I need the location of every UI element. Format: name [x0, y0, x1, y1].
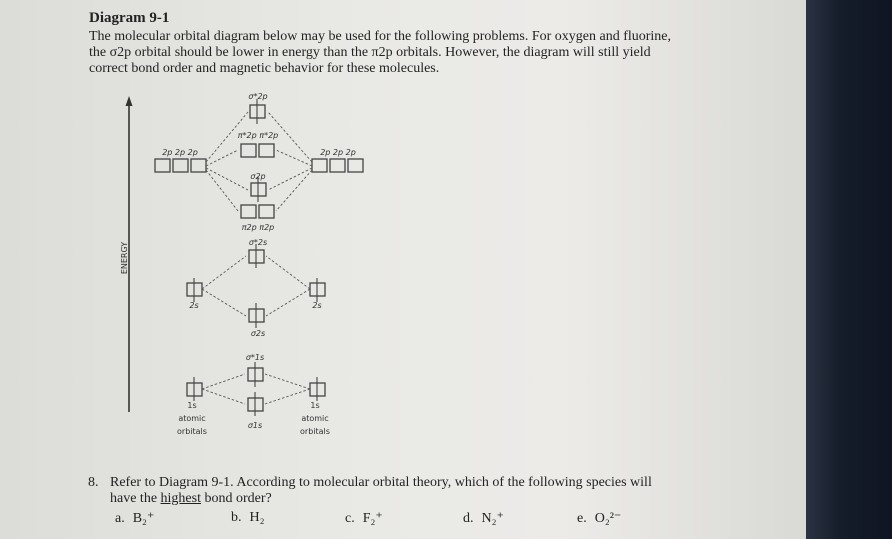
choice-b[interactable]: b. H₂ — [231, 510, 265, 526]
dark-background — [806, 0, 892, 539]
right-2p-label: 2p 2p 2p — [320, 148, 356, 157]
right-2p-box-1 — [311, 158, 328, 173]
choice-letter: c. — [345, 511, 355, 526]
sigma-2s-label: σ2s — [251, 329, 265, 338]
left-2s-label: 2s — [189, 301, 198, 310]
right-2p-box-3 — [347, 158, 364, 173]
choice-letter: e. — [577, 511, 587, 526]
choice-text: N₂⁺ — [481, 511, 504, 526]
sigma-1s-label: σ1s — [248, 421, 262, 430]
sigma-2p-label: σ2p — [250, 172, 265, 181]
sigma-star-2s-label: σ*2s — [249, 238, 267, 247]
intro-line-1: The molecular orbital diagram below may … — [89, 29, 672, 44]
pi-2p-label: π2p π2p — [242, 223, 275, 232]
question-line-2-suffix: bond order? — [200, 491, 272, 506]
question-highlight-word: highest — [160, 491, 201, 506]
right-2p-box-2 — [329, 158, 346, 173]
intro-line-3: correct bond order and magnetic behavior… — [89, 61, 440, 76]
question-line-2-prefix: have the — [110, 491, 161, 506]
pi-star-2p-label: π*2p π*2p — [238, 131, 279, 140]
intro-paragraph: The molecular orbital diagram below may … — [89, 29, 749, 77]
question-line-2: have the highest bond order? — [110, 490, 272, 507]
left-2p-label: 2p 2p 2p — [162, 148, 198, 157]
question-number: 8. — [88, 475, 99, 490]
right-orbitals-label: orbitals — [300, 427, 330, 436]
left-1s-label: 1s — [187, 401, 196, 410]
energy-label: ENERGY — [120, 242, 129, 274]
energy-arrowhead — [125, 96, 133, 106]
pi-star-2p-box-1 — [240, 143, 257, 158]
choice-d[interactable]: d. N₂⁺ — [463, 510, 504, 527]
left-2p-box-3 — [190, 158, 207, 173]
mo-diagram: ENERGY — [120, 92, 364, 436]
right-atomic-label: atomic — [301, 414, 328, 423]
choice-e[interactable]: e. O₂²⁻ — [577, 510, 621, 527]
intro-line-2: the σ2p orbital should be lower in energ… — [89, 45, 651, 60]
right-2s-label: 2s — [312, 301, 321, 310]
pi-2p-box-2 — [258, 204, 275, 219]
choice-letter: d. — [463, 511, 474, 526]
diagram-heading: Diagram 9-1 — [89, 10, 170, 26]
right-1s-label: 1s — [310, 401, 319, 410]
choice-letter: a. — [115, 511, 125, 526]
choice-text: B₂⁺ — [132, 511, 155, 526]
pi-2p-box-1 — [240, 204, 257, 219]
choice-text: O₂²⁻ — [594, 511, 622, 526]
choice-text: H₂ — [249, 510, 265, 525]
choice-letter: b. — [231, 510, 242, 525]
choice-c[interactable]: c. F₂⁺ — [345, 510, 383, 527]
sigma-star-1s-label: σ*1s — [246, 353, 264, 362]
left-atomic-label: atomic — [178, 414, 205, 423]
pi-star-2p-box-2 — [258, 143, 275, 158]
choice-text: F₂⁺ — [362, 511, 383, 526]
worksheet-page: Diagram 9-1 The molecular orbital diagra… — [0, 0, 806, 539]
left-orbitals-label: orbitals — [177, 427, 207, 436]
question-line-1: Refer to Diagram 9-1. According to molec… — [110, 475, 652, 490]
choice-a[interactable]: a. B₂⁺ — [115, 510, 154, 527]
left-2p-box-2 — [172, 158, 189, 173]
sigma-star-2p-label: σ*2p — [248, 92, 267, 101]
left-2p-box-1 — [154, 158, 171, 173]
